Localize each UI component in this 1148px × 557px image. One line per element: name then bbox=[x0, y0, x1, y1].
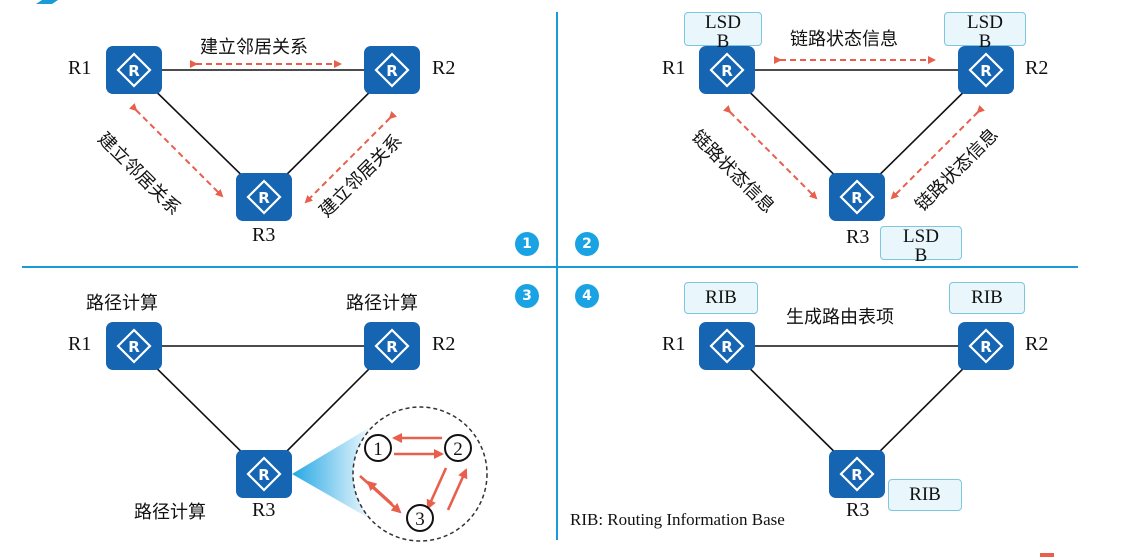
zoom-beam bbox=[292, 426, 372, 520]
lsdb-label-r3: LSDB bbox=[903, 226, 939, 266]
lsdb-box-r2: LSDB bbox=[944, 12, 1026, 51]
router-label-r1: R1 bbox=[662, 57, 686, 79]
router-label-r2: R2 bbox=[432, 57, 456, 79]
router-label-r3: R3 bbox=[252, 224, 276, 246]
rib-box-r2: RIB bbox=[949, 282, 1025, 314]
corner-mark bbox=[1040, 553, 1054, 557]
lsa-label-top: 链路状态信息 bbox=[790, 29, 898, 50]
step-badge-4: 4 bbox=[575, 284, 599, 308]
spf-step-2: 2 bbox=[453, 439, 463, 460]
rib-generate-label: 生成路由表项 bbox=[786, 307, 894, 328]
spf-step-3: 3 bbox=[415, 509, 425, 530]
rib-label-r3: RIB bbox=[909, 484, 941, 505]
router-icon bbox=[362, 44, 422, 96]
lsdb-box-r3: LSDB bbox=[880, 226, 962, 265]
router-label-r3: R3 bbox=[846, 226, 870, 248]
rib-label-r2: RIB bbox=[971, 287, 1003, 308]
router-icon bbox=[234, 171, 294, 223]
router-icon bbox=[697, 320, 757, 372]
router-label-r2: R2 bbox=[1025, 57, 1049, 79]
router-icon bbox=[234, 448, 294, 500]
panel-2-arrows bbox=[722, 56, 986, 200]
router-icon bbox=[827, 448, 887, 500]
rib-box-r1: RIB bbox=[684, 282, 758, 314]
corner-decoration bbox=[36, 0, 58, 4]
router-icon bbox=[104, 320, 164, 372]
router-label-r2: R2 bbox=[432, 333, 456, 355]
rib-label-r1: RIB bbox=[705, 287, 737, 308]
spf-step-1: 1 bbox=[373, 439, 383, 460]
router-label-r1: R1 bbox=[68, 57, 92, 79]
step-badge-3: 3 bbox=[515, 284, 539, 308]
router-label-r2: R2 bbox=[1025, 333, 1049, 355]
rib-box-r3: RIB bbox=[888, 479, 962, 511]
lsdb-label-r2: LSDB bbox=[967, 12, 1003, 52]
router-label-r3: R3 bbox=[846, 499, 870, 521]
router-icon bbox=[956, 44, 1016, 96]
router-icon bbox=[956, 320, 1016, 372]
router-label-r1: R1 bbox=[68, 333, 92, 355]
router-icon bbox=[827, 171, 887, 223]
spf-label-r1: 路径计算 bbox=[86, 293, 158, 314]
router-label-r1: R1 bbox=[662, 333, 686, 355]
router-label-r3: R3 bbox=[252, 499, 276, 521]
lsdb-box-r1: LSDB bbox=[684, 12, 762, 51]
rib-footnote: RIB: Routing Information Base bbox=[570, 510, 785, 529]
spf-label-r3: 路径计算 bbox=[134, 502, 206, 523]
spf-step-nodes: 1 2 3 bbox=[364, 434, 472, 532]
lsdb-label-r1: LSDB bbox=[705, 12, 741, 52]
spf-label-r2: 路径计算 bbox=[346, 293, 418, 314]
step-badge-2: 2 bbox=[575, 232, 599, 256]
step-badge-1: 1 bbox=[515, 232, 539, 256]
router-icon bbox=[362, 320, 422, 372]
router-icon bbox=[697, 44, 757, 96]
router-icon bbox=[104, 44, 164, 96]
panel-1-arrows bbox=[128, 60, 398, 204]
neighbor-label-top: 建立邻居关系 bbox=[200, 37, 308, 58]
spf-step-arrows bbox=[359, 433, 468, 514]
